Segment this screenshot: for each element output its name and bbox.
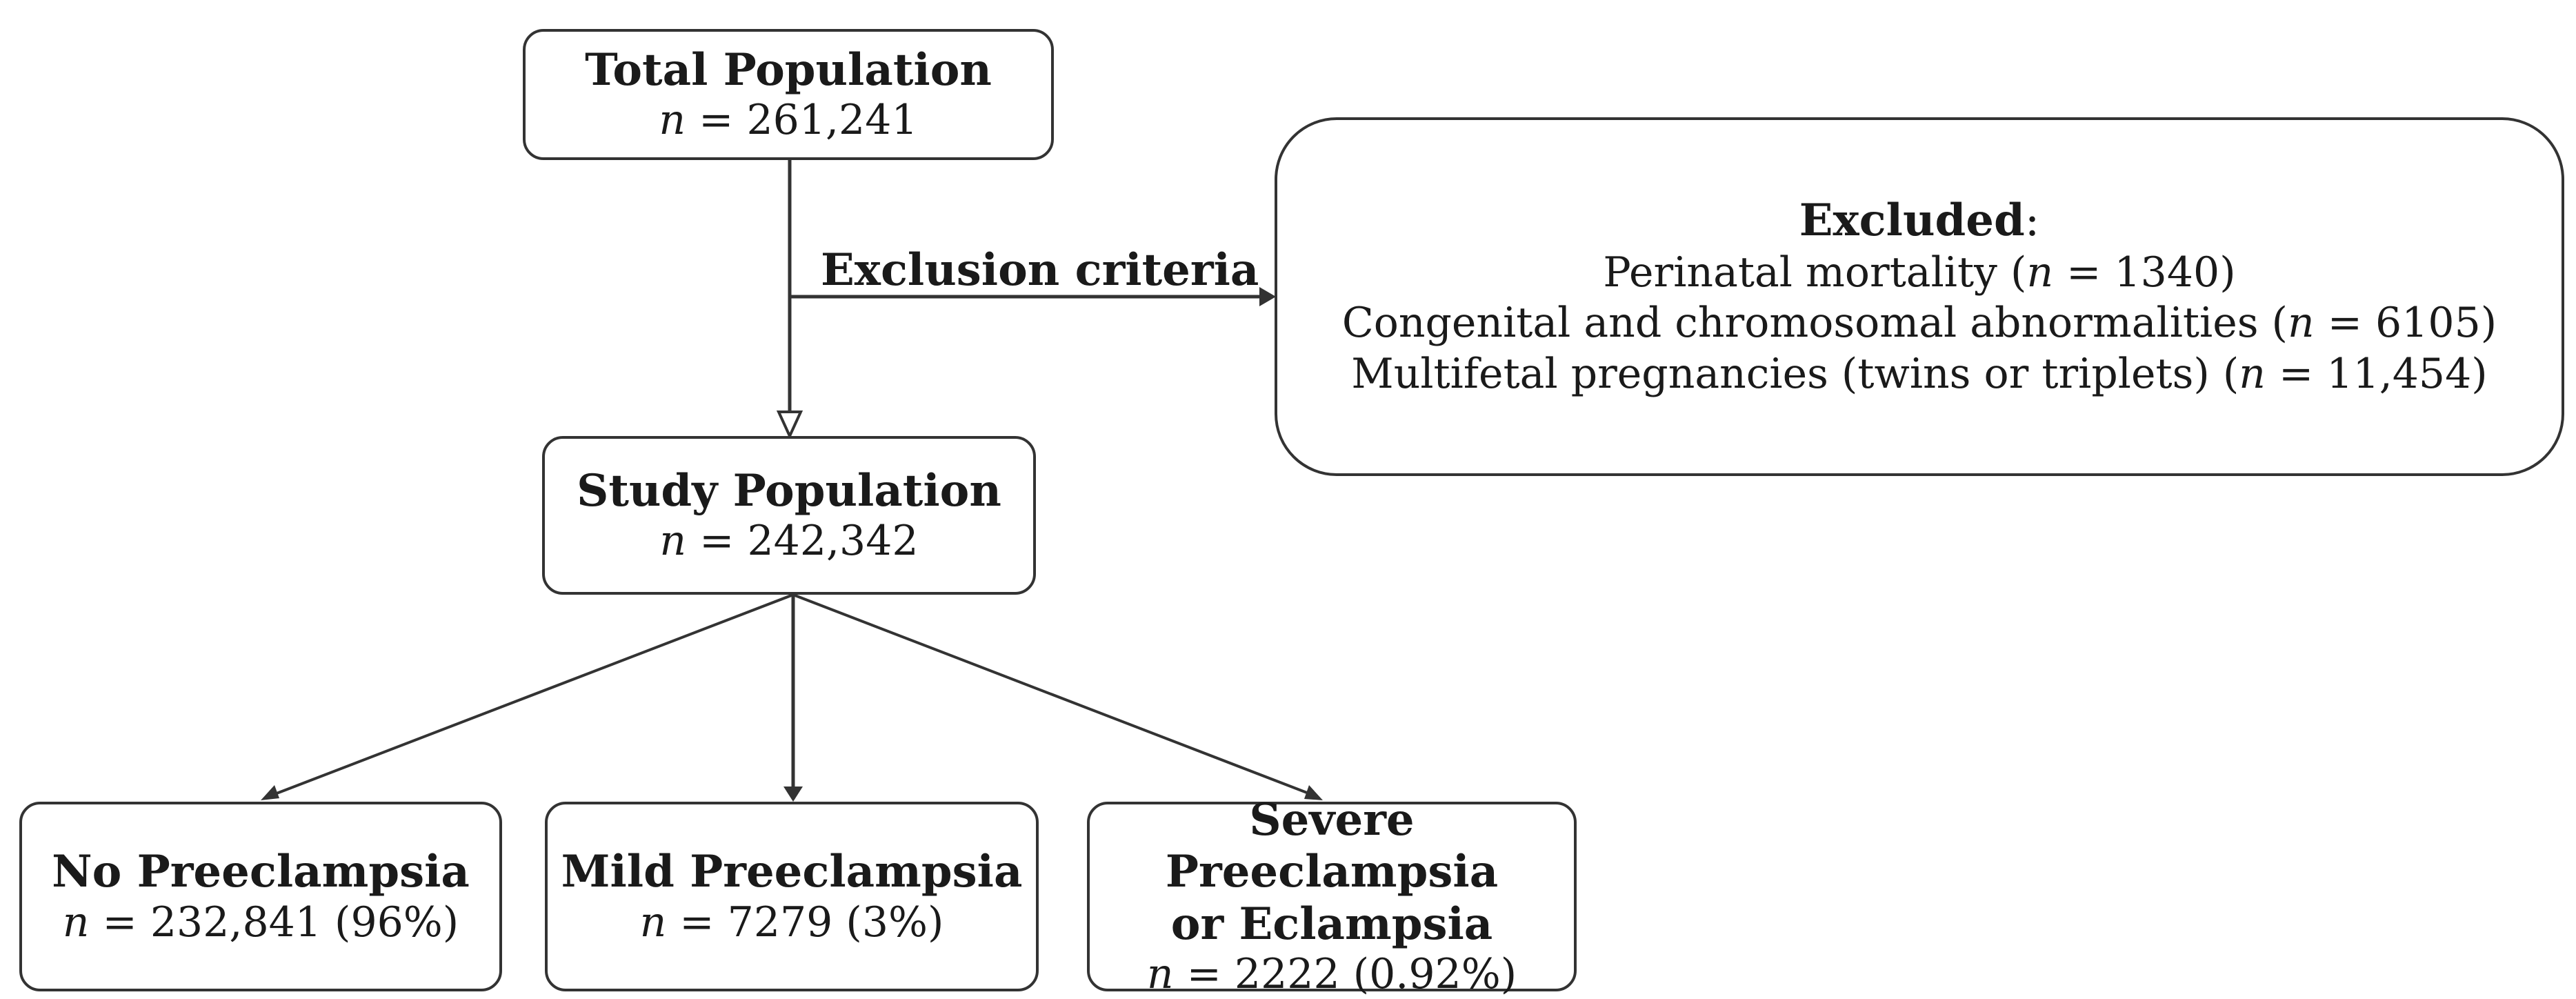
study-population-count: n = 242,342: [659, 517, 918, 566]
hollow-arrowhead-icon: [776, 411, 803, 439]
excluded-box: Excluded: Perinatal mortality (n = 1340)…: [1275, 117, 2564, 476]
excluded-item-count: = 1340): [2053, 248, 2236, 297]
n-symbol: n: [639, 898, 667, 947]
severe-preeclampsia-title-line1: Severe Preeclampsia: [1165, 793, 1499, 898]
excluded-item-count: = 6105): [2314, 299, 2497, 348]
severe-preeclampsia-box: Severe Preeclampsia or Eclampsia n = 222…: [1087, 794, 1577, 998]
excluded-title: Excluded:: [1799, 194, 2040, 248]
no-preeclampsia-title: No Preeclampsia: [52, 846, 470, 898]
severe-preeclampsia-count: n = 2222 (0.92%): [1147, 950, 1517, 999]
n-symbol: n: [659, 517, 687, 566]
n-symbol: n: [2287, 299, 2315, 348]
n-symbol: n: [62, 898, 90, 947]
excluded-item-count: = 11,454): [2265, 349, 2488, 398]
n-symbol: n: [659, 96, 686, 145]
n-symbol: n: [2026, 248, 2054, 297]
excluded-item-label: Congenital and chromosomal abnormalities…: [1341, 299, 2288, 348]
count-value: = 232,841 (96%): [89, 898, 459, 947]
excluded-item-multifetal-pregnancies: Multifetal pregnancies (twins or triplet…: [1351, 349, 2487, 399]
total-population-title: Total Population: [585, 43, 992, 96]
excluded-title-colon: :: [2024, 195, 2040, 247]
mild-preeclampsia-count: n = 7279 (3%): [640, 898, 944, 947]
excluded-title-text: Excluded: [1799, 195, 2025, 247]
study-population-title: Study Population: [577, 464, 1001, 517]
exclusion-criteria-label: Exclusion criteria: [821, 244, 1259, 296]
count-value: = 261,241: [686, 96, 918, 145]
excluded-item-label: Multifetal pregnancies (twins or triplet…: [1351, 349, 2239, 398]
study-population-box: Study Population n = 242,342: [542, 436, 1036, 595]
n-symbol: n: [1146, 950, 1174, 999]
arrow-to-no-preeclampsia: [267, 593, 794, 798]
arrowhead-mild-preeclampsia-icon: [783, 787, 803, 802]
count-value: = 7279 (3%): [666, 898, 944, 947]
exclusion-arrowhead-icon: [1259, 287, 1276, 306]
excluded-item-label: Perinatal mortality (: [1603, 248, 2027, 297]
total-population-count: n = 261,241: [659, 96, 917, 145]
excluded-item-congenital-abnormalities: Congenital and chromosomal abnormalities…: [1342, 298, 2497, 348]
mild-preeclampsia-title: Mild Preeclampsia: [561, 846, 1023, 898]
excluded-item-perinatal-mortality: Perinatal mortality (n = 1340): [1603, 248, 2235, 298]
mild-preeclampsia-box: Mild Preeclampsia n = 7279 (3%): [545, 802, 1039, 991]
severe-preeclampsia-title-line2: or Eclampsia: [1170, 898, 1493, 950]
arrowhead-severe-preeclampsia-icon: [1304, 785, 1323, 800]
count-value: = 2222 (0.92%): [1173, 950, 1517, 999]
arrow-to-severe-preeclampsia: [792, 593, 1317, 798]
count-value: = 242,342: [686, 517, 919, 566]
no-preeclampsia-count: n = 232,841 (96%): [63, 898, 459, 947]
arrowhead-no-preeclampsia-icon: [261, 785, 279, 800]
total-population-box: Total Population n = 261,241: [523, 29, 1054, 160]
no-preeclampsia-box: No Preeclampsia n = 232,841 (96%): [19, 802, 502, 991]
n-symbol: n: [2239, 349, 2266, 398]
